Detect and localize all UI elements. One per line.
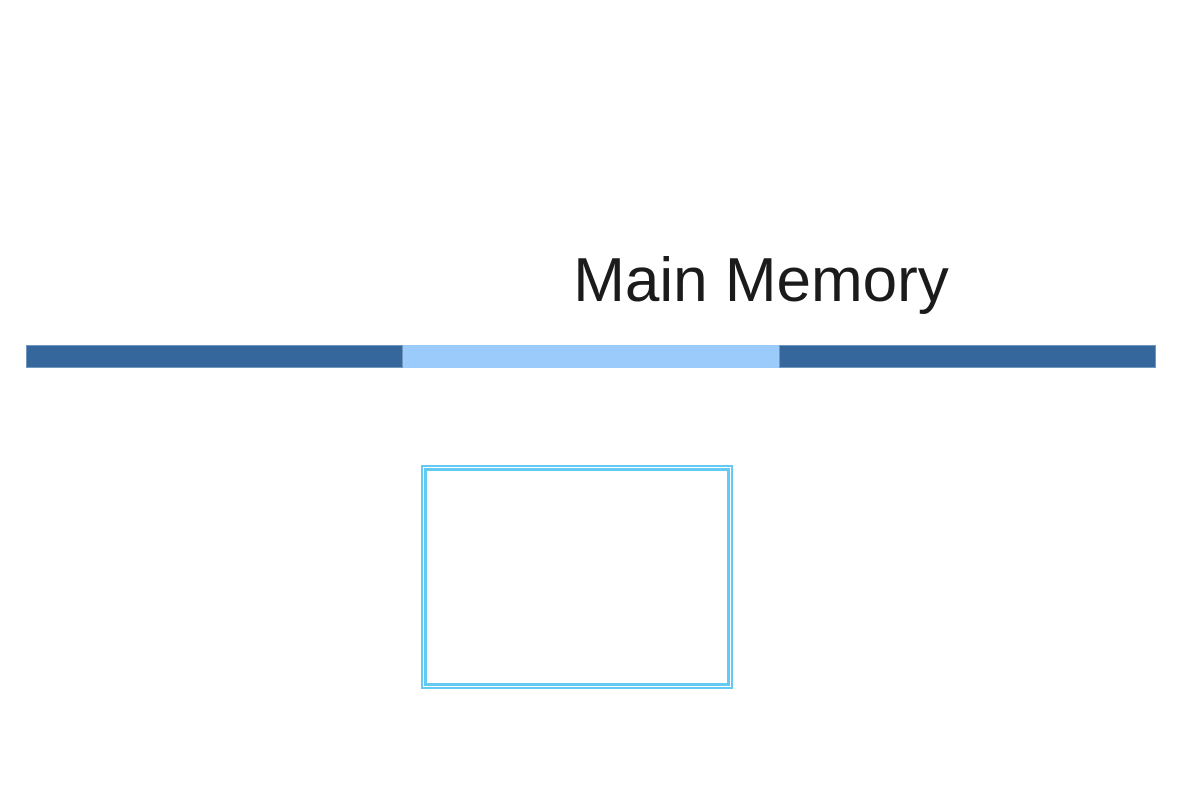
content-placeholder-box-inner-border [424,468,730,686]
title-divider [26,345,1156,368]
slide-title: Main Memory [573,246,949,315]
divider-segment-left [26,345,403,368]
divider-segment-right [779,345,1156,368]
content-placeholder-box [421,465,733,689]
divider-segment-center [403,345,779,368]
